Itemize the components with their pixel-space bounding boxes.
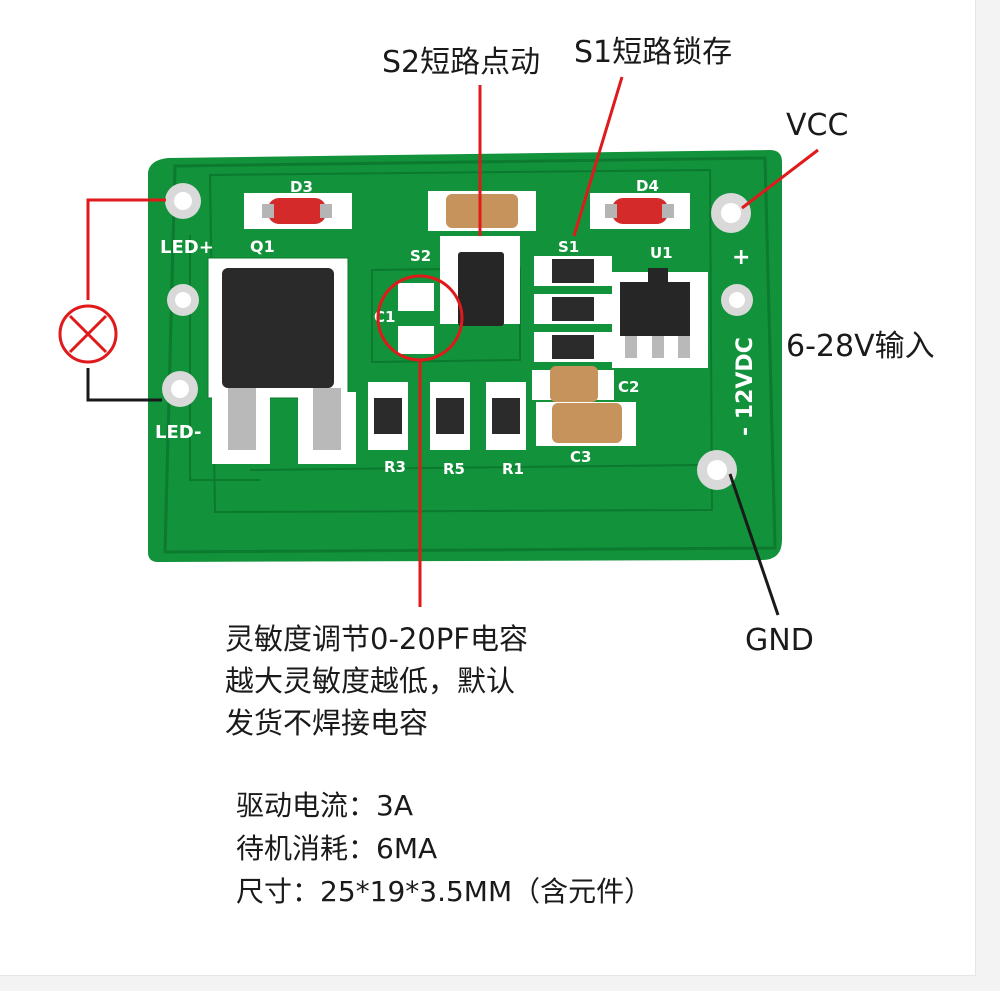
silk-s2: S2	[410, 247, 431, 265]
silk-s1: S1	[558, 238, 579, 256]
silk-q1: Q1	[250, 237, 275, 256]
diode-d3	[244, 193, 352, 229]
annotation-vcc: VCC	[786, 108, 849, 143]
annotation-s1: S1短路锁存	[574, 35, 733, 70]
silk-c2: C2	[618, 378, 639, 396]
silk-led-plus: LED+	[160, 237, 214, 258]
note-line-3: 发货不焊接电容	[225, 706, 429, 740]
callout-s1-line	[572, 76, 624, 237]
silk-r1: R1	[502, 460, 524, 478]
note-line-1: 灵敏度调节0-20PF电容	[225, 622, 528, 656]
annotation-gnd: GND	[745, 623, 814, 658]
spec-list: 驱动电流：3A 待机消耗：6MA 尺寸：25*19*3.5MM（含元件）	[236, 784, 652, 913]
silk-plus: +	[732, 245, 750, 270]
silk-d4: D4	[636, 177, 659, 195]
silk-voltage: - 12VDC	[733, 337, 758, 436]
silk-d3: D3	[290, 178, 313, 196]
ic-chip	[440, 236, 520, 326]
spec-standby: 待机消耗：6MA	[236, 832, 438, 865]
callout-gnd-line	[728, 473, 780, 616]
mosfet-q1	[207, 257, 356, 464]
mounting-holes	[162, 183, 753, 490]
diode-d4	[590, 193, 690, 229]
callout-lines	[376, 76, 819, 616]
silk-u1: U1	[650, 244, 673, 262]
annotation-input: 6-28V输入	[786, 329, 935, 364]
resistors-bottom	[368, 382, 526, 450]
silk-led-minus: LED-	[155, 422, 202, 443]
resistor-column	[534, 256, 612, 362]
silk-c3: C3	[570, 448, 591, 466]
silkscreen-labels: LED+ LED- Q1 D3 D4 S2 S1 U1 C1 C2 C3 R3 …	[155, 177, 758, 478]
regulator-u1	[612, 268, 708, 368]
c1-pads	[398, 283, 434, 354]
annotation-s2: S2短路点动	[382, 45, 541, 80]
silk-r5: R5	[443, 460, 465, 478]
note-line-2: 越大灵敏度越低，默认	[225, 664, 516, 698]
capacitor-c2	[532, 366, 614, 402]
capacitor-top	[428, 191, 536, 231]
capacitor-note: 灵敏度调节0-20PF电容 越大灵敏度越低，默认 发货不焊接电容	[225, 618, 528, 744]
capacitor-c3	[536, 402, 636, 446]
silk-r3: R3	[384, 458, 406, 476]
led-schematic	[58, 198, 166, 402]
spec-drive-current: 驱动电流：3A	[236, 789, 413, 822]
callout-vcc-line	[741, 148, 819, 210]
spec-size: 尺寸：25*19*3.5MM（含元件）	[236, 875, 653, 908]
